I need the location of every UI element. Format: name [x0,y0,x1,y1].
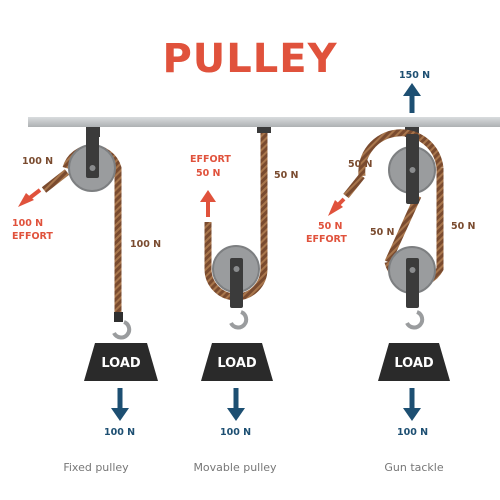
fixed-pulley-hook [112,320,132,340]
movable-load-label: LOAD [217,356,257,371]
fixed-pulley-caption: Fixed pulley [63,461,129,474]
gun-tackle-load [378,343,450,381]
fixed-rope-label: 100 N [130,239,161,250]
fixed-pulley-bracket [86,134,99,178]
gun-tackle-effort-arrow [328,197,346,216]
gun-tackle-bottom-bracket [406,258,419,308]
movable-pulley-anchor [257,127,271,133]
gun-tackle-caption: Gun tackle [384,461,444,474]
movable-effort-arrow [200,190,216,217]
movable-pulley-load [201,343,273,381]
fixed-effort-value-label: 100 N [12,218,43,229]
gun-tackle-middle-label: 50 N [370,227,395,238]
movable-pulley-assembly [200,127,273,421]
gun-tackle-output-label: 100 N [397,427,428,438]
fixed-tension-label: 100 N [22,156,53,167]
gun-tackle-assembly [328,83,450,421]
fixed-effort-word-label: EFFORT [12,231,53,242]
movable-effort-word-label: EFFORT [190,154,231,165]
gun-tackle-upper-left-label: 50 N [348,159,373,170]
fixed-pulley-mount [86,127,100,137]
fixed-pulley-assembly [18,127,158,421]
gun-tackle-rope-over [358,129,444,177]
movable-output-arrow [227,388,245,421]
gun-tackle-effort-value-label: 50 N [318,221,343,232]
fixed-load-label: LOAD [101,356,141,371]
gun-tackle-right-label: 50 N [451,221,476,232]
fixed-output-label: 100 N [104,427,135,438]
gun-tackle-rope-cross [384,194,422,264]
gun-tackle-load-label: LOAD [394,356,434,371]
movable-pulley-bracket [230,258,243,308]
movable-output-label: 100 N [220,427,251,438]
movable-rope-label: 50 N [274,170,299,181]
gun-tackle-rope-lead [343,173,365,199]
diagram-title: PULLEY [162,36,338,82]
gun-tackle-effort-word-label: EFFORT [306,234,347,245]
fixed-pulley-load [84,343,158,381]
movable-pulley-hook [229,310,249,330]
gun-tackle-support-arrow [403,83,421,113]
fixed-pulley-rope-lead [41,169,70,193]
gun-tackle-support-label: 150 N [399,70,430,81]
ceiling-beam [28,117,500,127]
gun-tackle-output-arrow [403,388,421,421]
movable-effort-value-label: 50 N [196,168,221,179]
fixed-output-arrow [111,388,129,421]
fixed-effort-arrow [18,188,42,207]
movable-pulley-caption: Movable pulley [193,461,277,474]
gun-tackle-hook [405,310,425,330]
